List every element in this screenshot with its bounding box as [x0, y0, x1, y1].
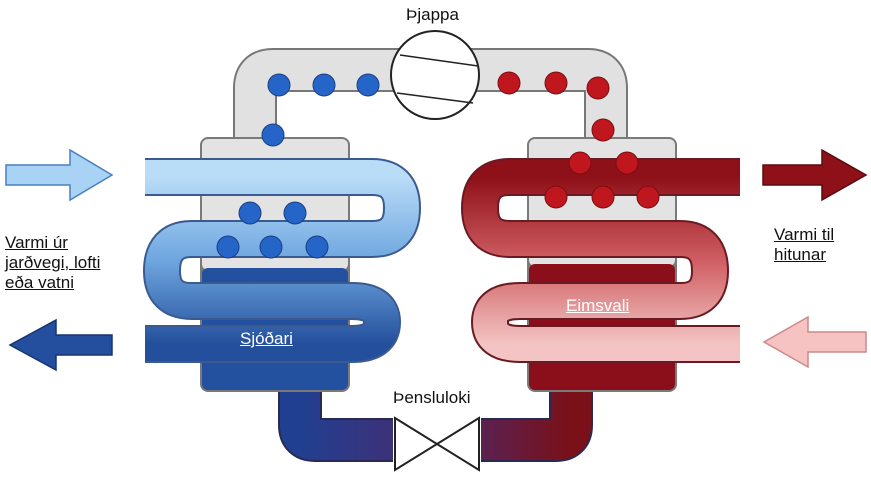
- expansion-valve-label: Þensluloki: [393, 388, 471, 407]
- heat-source-label: Varmi úr jarðvegi, lofti eða vatni: [5, 233, 100, 293]
- expansion-valve: [393, 416, 481, 472]
- heat-output-line: hitunar: [774, 245, 826, 264]
- heat-source-line: Varmi úr: [5, 233, 68, 252]
- evaporator-label: Sjóðari: [240, 329, 293, 348]
- heat-source-line: jarðvegi, lofti: [5, 253, 101, 272]
- heat-out-arrow-icon: [762, 148, 868, 202]
- compressor: [390, 30, 480, 120]
- cold-out-arrow-icon: [8, 318, 113, 372]
- heat-output-label: Varmi til hitunar: [774, 225, 834, 265]
- condenser-label: Eimsvali: [566, 296, 630, 315]
- heat-source-line: eða vatni: [5, 273, 74, 292]
- cold-vapor-dots: [216, 73, 380, 259]
- return-in-arrow-icon: [762, 315, 867, 369]
- hot-vapor-dots: [497, 71, 660, 209]
- compressor-label: Þjappa: [406, 5, 459, 24]
- heat-in-arrow-icon: [5, 148, 114, 202]
- heat-output-line: Varmi til: [774, 225, 835, 244]
